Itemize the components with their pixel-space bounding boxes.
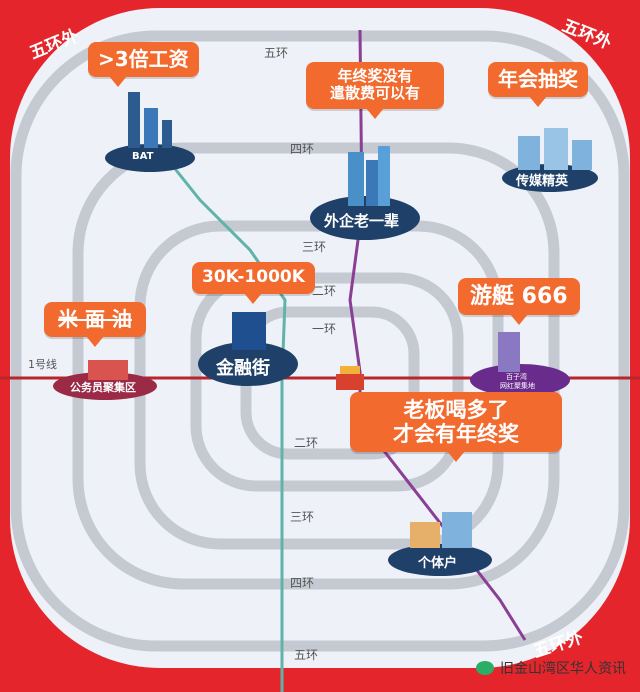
callout-salary: >3倍工资 xyxy=(88,42,199,87)
callout-foreign-line2: 遣散费可以有 xyxy=(329,84,420,103)
wechat-icon xyxy=(476,661,494,675)
callout-finance-pay: 30K-1000K xyxy=(192,262,315,303)
location-plates xyxy=(53,144,598,576)
map-interior xyxy=(10,8,630,668)
callout-foreign-line1: 年终奖没有 xyxy=(337,67,413,85)
self-building-2 xyxy=(442,512,472,548)
tiananmen-gate xyxy=(336,374,364,390)
civil-building xyxy=(88,360,128,380)
bat-plate xyxy=(105,144,195,172)
ring-label-2-top: 二环 xyxy=(312,284,337,298)
ring-label-2-bottom: 二环 xyxy=(294,436,319,450)
foreign-plate xyxy=(310,196,420,240)
tiananmen-roof xyxy=(340,366,360,374)
media-building-2 xyxy=(544,128,568,170)
ring-label-4-top: 四环 xyxy=(290,142,315,156)
ring-2 xyxy=(190,272,464,492)
footer-watermark: 旧金山湾区华人资讯 xyxy=(476,658,626,678)
place-self: 个体户 xyxy=(418,556,458,571)
callout-lottery: 年会抽奖 xyxy=(488,62,588,107)
place-villa-line1: 百子湾 xyxy=(506,373,527,381)
foreign-building-2 xyxy=(366,160,380,206)
self-building-1 xyxy=(410,522,440,548)
place-finance: 金融街 xyxy=(216,358,270,379)
place-bat: BAT xyxy=(132,151,154,162)
villa-building xyxy=(498,332,520,372)
bat-building-1 xyxy=(128,92,140,148)
place-villa-line2: 网红聚集地 xyxy=(500,382,535,390)
callout-oil: 米 面 油 xyxy=(44,302,146,347)
ring-5 xyxy=(10,30,630,652)
media-building-3 xyxy=(572,140,592,170)
callout-boss-line2: 才会有年终奖 xyxy=(393,422,519,447)
place-civil: 公务员聚集区 xyxy=(70,381,136,394)
place-media: 传媒精英 xyxy=(516,174,569,189)
foreign-building-1 xyxy=(348,152,364,206)
bat-building-2 xyxy=(144,108,158,148)
finance-plate xyxy=(198,342,298,386)
ring-label-3-bottom: 三环 xyxy=(290,510,315,524)
callout-boss-line1: 老板喝多了 xyxy=(403,398,509,422)
civil-plate xyxy=(53,372,157,400)
callout-boss: 老板喝多了 才会有年终奖 xyxy=(350,392,562,463)
bat-building-3 xyxy=(162,120,172,148)
callout-yacht: 游艇 666 xyxy=(458,278,580,326)
ring-label-3-top: 三环 xyxy=(302,240,327,254)
villa-plate xyxy=(470,364,570,396)
callout-foreign: 年终奖没有 遣散费可以有 xyxy=(306,62,444,118)
media-plate xyxy=(502,164,598,192)
ring-label-5-bottom: 五环 xyxy=(294,648,319,662)
finance-building xyxy=(232,312,266,350)
metro-line-1-label: 1号线 xyxy=(28,358,57,371)
media-building-1 xyxy=(518,136,540,170)
ring-label-5-top: 五环 xyxy=(264,46,289,60)
ring-label-4-bottom: 四环 xyxy=(290,576,315,590)
self-plate xyxy=(388,544,492,576)
footer-account: 旧金山湾区华人资讯 xyxy=(500,661,626,677)
ring-label-1: 一环 xyxy=(312,322,337,336)
ring-4 xyxy=(72,142,560,590)
buildings xyxy=(88,92,592,548)
foreign-building-3 xyxy=(378,146,390,206)
place-foreign: 外企老一辈 xyxy=(324,212,400,230)
